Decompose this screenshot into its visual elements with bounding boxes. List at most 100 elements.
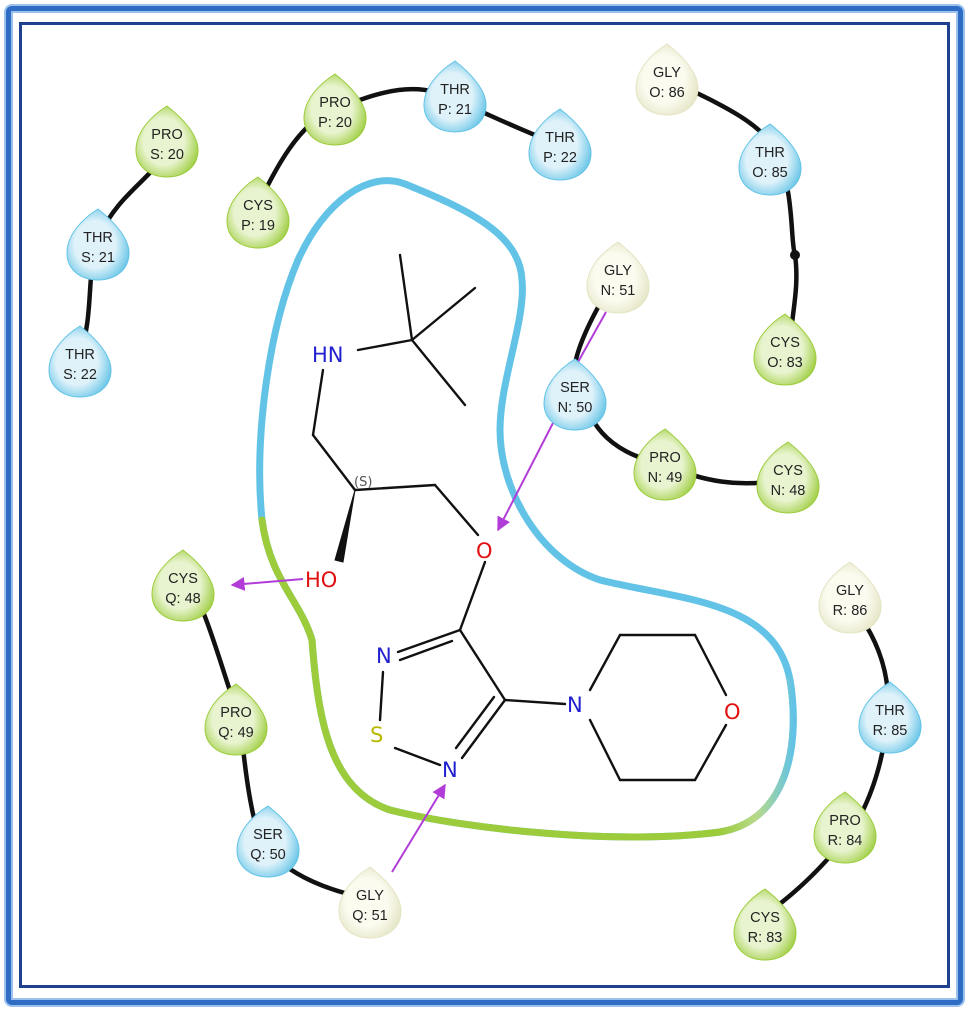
residue-name: CYS — [750, 910, 780, 926]
residue-shape — [151, 549, 215, 622]
residue-shape — [756, 441, 820, 514]
residue-shape — [813, 791, 877, 864]
residue-name: THR — [875, 703, 905, 719]
chain-n — [571, 287, 793, 486]
atom-ring-n-bottom: N — [442, 758, 458, 782]
atom-hn: HN — [312, 343, 344, 367]
residue-shape — [753, 313, 817, 386]
ligand-atoms: HN (S) HO O N S N N O — [305, 343, 741, 782]
residue-name: CYS — [168, 571, 198, 587]
residue-shape — [338, 866, 402, 939]
backbone-chains — [77, 77, 891, 918]
residue-shape — [226, 176, 290, 249]
residue-thr-p21: THR P: 21 — [423, 60, 487, 133]
atom-morpholine-o: O — [724, 700, 741, 724]
residue-shape — [528, 108, 592, 181]
chain-r — [762, 595, 891, 918]
chain-o — [667, 77, 799, 353]
residue-label: N: 50 — [558, 400, 593, 416]
residue-cys-n48: CYS N: 48 — [756, 441, 820, 514]
residue-cys-r83: CYS R: 83 — [733, 888, 797, 961]
residue-name: PRO — [319, 95, 350, 111]
residue-label: Q: 49 — [218, 725, 253, 741]
residue-label: Q: 51 — [352, 908, 387, 924]
residue-cys-q48: CYS Q: 48 — [151, 549, 215, 622]
residue-name: GLY — [836, 583, 864, 599]
residue-cys-o83: CYS O: 83 — [753, 313, 817, 386]
residue-shape — [738, 123, 802, 196]
residue-gly-q51: GLY Q: 51 — [338, 866, 402, 939]
residue-label: S: 21 — [81, 250, 115, 266]
ligand-bonds — [311, 253, 728, 782]
residue-name: GLY — [356, 888, 384, 904]
residue-name: CYS — [243, 198, 273, 214]
arrow-ser-n50-to-ether-o — [497, 422, 554, 532]
interaction-arrows — [230, 311, 607, 873]
atom-ring-n-top: N — [376, 644, 392, 668]
residue-label: P: 20 — [318, 115, 352, 131]
residue-shape — [66, 208, 130, 281]
residue-label: P: 22 — [543, 150, 577, 166]
residue-label: R: 85 — [873, 723, 908, 739]
atom-ether-o: O — [476, 539, 493, 563]
residue-thr-s21: THR S: 21 — [66, 208, 130, 281]
residue-cys-p19: CYS P: 19 — [226, 176, 290, 249]
residue-label: P: 19 — [241, 218, 275, 234]
residue-label: R: 83 — [748, 930, 783, 946]
residue-name: THR — [83, 230, 113, 246]
residue-shape — [303, 73, 367, 146]
residue-name: PRO — [151, 127, 182, 143]
residue-label: N: 51 — [601, 283, 636, 299]
residue-label: P: 21 — [438, 102, 472, 118]
residue-label: O: 86 — [649, 85, 684, 101]
residue-label: Q: 48 — [165, 591, 200, 607]
residue-shape — [135, 105, 199, 178]
residue-label: O: 83 — [767, 355, 802, 371]
residue-name: PRO — [220, 705, 251, 721]
residue-shape — [818, 561, 882, 634]
residue-label: R: 86 — [833, 603, 868, 619]
residue-gly-n51: GLY N: 51 — [586, 241, 650, 314]
residue-label: N: 48 — [771, 483, 806, 499]
atom-morpholine-n: N — [567, 693, 583, 717]
residue-label: R: 84 — [828, 833, 863, 849]
residue-name: THR — [755, 145, 785, 161]
residue-name: CYS — [773, 463, 803, 479]
atom-ho: HO — [305, 568, 337, 592]
residue-ser-n50: SER N: 50 — [543, 358, 607, 431]
residue-thr-o85: THR O: 85 — [738, 123, 802, 196]
atom-ring-s: S — [370, 723, 383, 747]
residue-name: PRO — [649, 450, 680, 466]
residue-label: O: 85 — [752, 165, 787, 181]
residue-shape — [423, 60, 487, 133]
atom-stereo-label: (S) — [354, 475, 372, 490]
arrow-ho-to-cys-q48 — [230, 576, 304, 591]
residue-shape — [204, 683, 268, 756]
residue-shape — [48, 325, 112, 398]
binding-pocket-outline — [256, 177, 797, 841]
chain-break-dot — [790, 250, 800, 260]
residue-name: SER — [253, 827, 283, 843]
residue-gly-r86: GLY R: 86 — [818, 561, 882, 634]
residue-name: PRO — [829, 813, 860, 829]
residue-shape — [633, 428, 697, 501]
residue-name: THR — [545, 130, 575, 146]
residue-label: S: 22 — [63, 367, 97, 383]
residue-shape — [586, 241, 650, 314]
residue-name: GLY — [604, 263, 632, 279]
residue-shape — [635, 43, 699, 116]
residue-shape — [236, 805, 300, 878]
residue-shape — [858, 681, 922, 754]
residue-name: THR — [440, 82, 470, 98]
residue-thr-p22: THR P: 22 — [528, 108, 592, 181]
residue-name: SER — [560, 380, 590, 396]
arrow-gly-n51-to-ser — [577, 311, 607, 363]
residue-shape — [733, 888, 797, 961]
residue-pro-p20: PRO P: 20 — [303, 73, 367, 146]
residue-name: CYS — [770, 335, 800, 351]
